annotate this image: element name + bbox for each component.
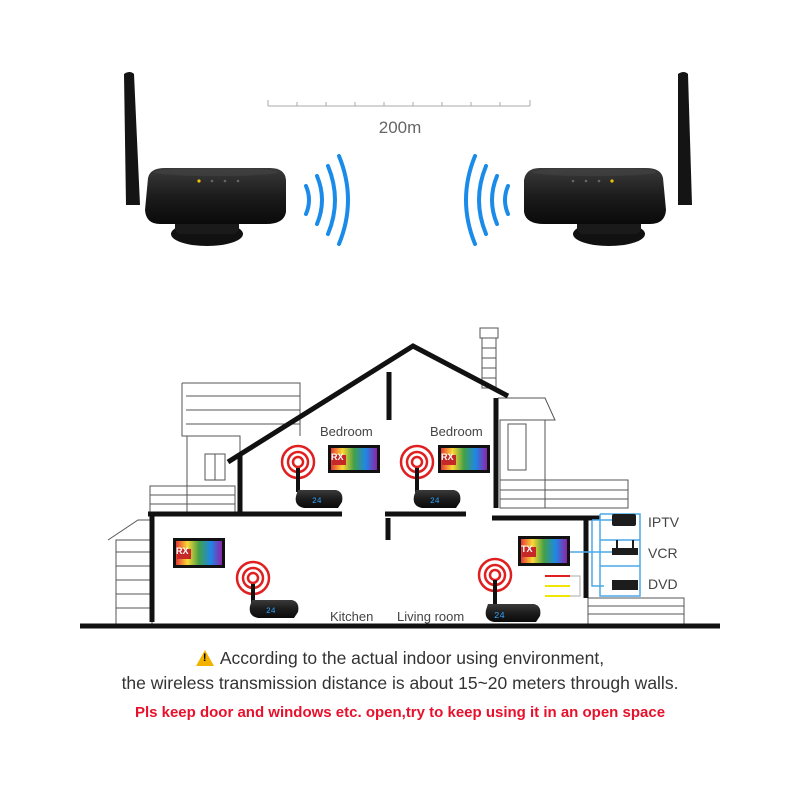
signal-waves-right	[464, 154, 510, 246]
house-walls	[80, 343, 720, 629]
tv-living-room	[518, 536, 570, 566]
tv-bedroom-left	[328, 445, 380, 473]
receiver-bedroom-right: 24	[413, 468, 461, 508]
house-outline	[107, 327, 685, 625]
tv-label-kitchen: RX	[176, 546, 189, 556]
tv-label-living-room: TX	[521, 544, 533, 554]
source-label-dvd: DVD	[648, 576, 678, 592]
svg-text:24: 24	[312, 497, 322, 506]
room-label-bedroom-left: Bedroom	[320, 424, 373, 439]
tv-label-bedroom-right: RX	[441, 452, 454, 462]
tv-kitchen	[173, 538, 225, 568]
dvd-player-icon	[612, 580, 638, 590]
distance-scale	[267, 100, 531, 107]
room-label-living-room: Living room	[397, 609, 465, 624]
room-label-bedroom-right: Bedroom	[430, 424, 483, 439]
source-label-iptv: IPTV	[648, 514, 680, 530]
transmitter-device-large	[124, 72, 286, 246]
signal-waves-left	[304, 154, 350, 246]
room-label-kitchen: Kitchen	[330, 609, 374, 624]
av-cable	[545, 575, 581, 597]
tv-label-bedroom-left: RX	[331, 452, 344, 462]
distance-label: 200m	[378, 118, 422, 137]
svg-text:24: 24	[266, 607, 276, 616]
receiver-device-large	[524, 72, 692, 246]
note-line-2: the wireless transmission distance is ab…	[121, 673, 679, 693]
iptv-box-icon	[612, 514, 636, 526]
transmitter-living-room: 24	[485, 580, 541, 622]
source-label-vcr: VCR	[648, 545, 678, 561]
tv-bedroom-right	[438, 445, 490, 473]
receiver-kitchen: 24	[249, 584, 299, 618]
note-line-1-text: According to the actual indoor using env…	[219, 648, 605, 668]
open-space-warning: Pls keep door and windows etc. open,try …	[134, 704, 666, 721]
receiver-bedroom-left: 24	[295, 468, 343, 508]
note-line-1: According to the actual indoor using env…	[0, 648, 800, 669]
svg-text:24: 24	[430, 497, 440, 506]
vcr-router-icon	[612, 540, 638, 555]
transmitter-display-text: 24	[494, 611, 505, 621]
warning-icon	[195, 650, 214, 666]
